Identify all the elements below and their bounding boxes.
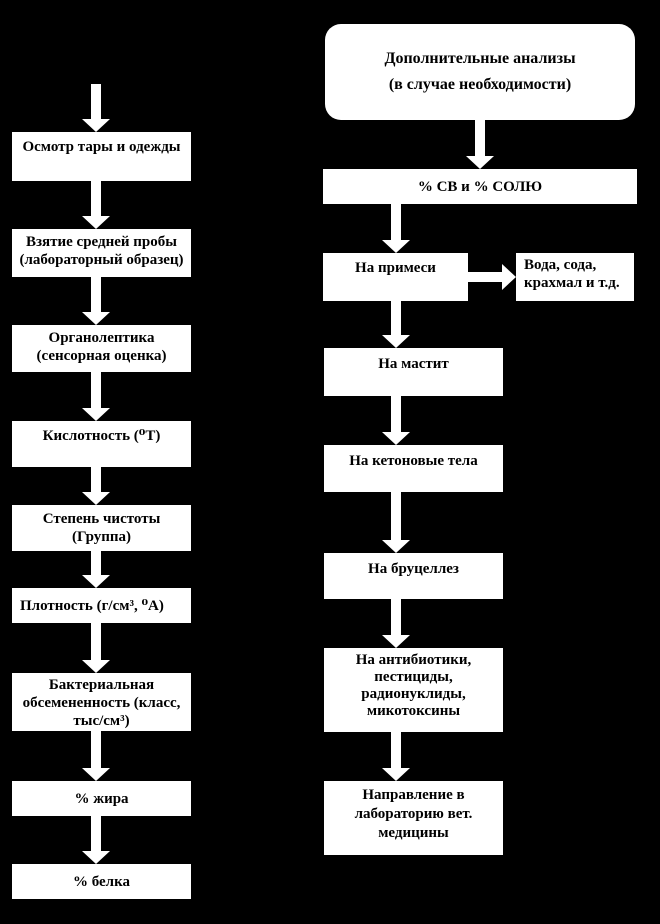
arrow-shaft [391, 732, 401, 769]
box-acidity: Кислотность (⁰Т) [12, 421, 191, 467]
arrow-shaft [91, 467, 101, 493]
arrow-down-icon [82, 84, 110, 132]
arrow-head [382, 540, 410, 553]
arrow-shaft [391, 492, 401, 541]
arrow-head [82, 312, 110, 325]
arrow-head [382, 635, 410, 648]
arrow-shaft [475, 120, 485, 157]
box-vet-lab-referral: Направление в лабораторию вет. медицины [324, 781, 503, 855]
arrow-shaft [391, 204, 401, 241]
arrow-down-icon [82, 623, 110, 673]
arrow-down-icon [82, 551, 110, 588]
box-bacterial-contamination: Бактериальная обсемененность (класс, тыс… [12, 673, 191, 731]
box-impurities: На примеси [323, 253, 468, 301]
arrow-shaft [91, 181, 101, 217]
arrow-head [502, 264, 516, 290]
arrow-shaft [91, 731, 101, 769]
arrow-down-icon [82, 731, 110, 781]
arrow-shaft [91, 623, 101, 661]
arrow-down-icon [82, 816, 110, 864]
box-protein-percent: % белка [12, 864, 191, 899]
box-brucellosis: На бруцеллез [324, 553, 503, 599]
arrow-down-icon [466, 120, 494, 169]
arrow-head [382, 240, 410, 253]
arrow-shaft [91, 372, 101, 409]
box-fat-percent: % жира [12, 781, 191, 816]
arrow-shaft [91, 277, 101, 313]
box-additional-analyses: Дополнительные анализы (в случае необход… [325, 24, 635, 120]
arrow-down-icon [382, 732, 410, 781]
arrow-down-icon [382, 396, 410, 445]
box-organoleptics: Органолептика (сенсорная оценка) [12, 325, 191, 372]
arrow-head [82, 575, 110, 588]
arrow-head [382, 432, 410, 445]
arrow-down-icon [82, 181, 110, 229]
arrow-head [382, 768, 410, 781]
arrow-shaft [391, 396, 401, 433]
arrow-head [82, 492, 110, 505]
box-average-sample: Взятие средней пробы (лабораторный образ… [12, 229, 191, 277]
arrow-shaft [391, 599, 401, 636]
box-purity-degree: Степень чистоты (Группа) [12, 505, 191, 551]
arrow-shaft [91, 84, 101, 120]
arrow-shaft [468, 272, 504, 282]
arrow-down-icon [382, 204, 410, 253]
arrow-down-icon [82, 277, 110, 325]
arrow-shaft [91, 816, 101, 852]
arrow-head [466, 156, 494, 169]
box-mastitis: На мастит [324, 348, 503, 396]
arrow-down-icon [382, 492, 410, 553]
box-density: Плотность (г/см³, ⁰А) [12, 588, 191, 623]
arrow-head [82, 119, 110, 132]
arrow-shaft [91, 551, 101, 576]
arrow-head [82, 851, 110, 864]
arrow-right-icon [468, 264, 516, 290]
arrow-head [82, 660, 110, 673]
arrow-down-icon [382, 599, 410, 648]
arrow-down-icon [382, 301, 410, 348]
box-ketone-bodies: На кетоновые тела [324, 445, 503, 492]
box-container-clothes-inspection: Осмотр тары и одежды [12, 132, 191, 181]
box-dry-matter-percent: % СВ и % СОЛЮ [323, 169, 637, 204]
box-impurities-examples: Вода, сода, крахмал и т.д. [516, 253, 634, 301]
arrow-head [82, 408, 110, 421]
arrow-shaft [391, 301, 401, 336]
arrow-down-icon [82, 467, 110, 505]
arrow-head [82, 768, 110, 781]
arrow-down-icon [82, 372, 110, 421]
arrow-head [82, 216, 110, 229]
box-antibiotics-pesticides: На антибиотики, пестициды, радионуклиды,… [324, 648, 503, 732]
arrow-head [382, 335, 410, 348]
